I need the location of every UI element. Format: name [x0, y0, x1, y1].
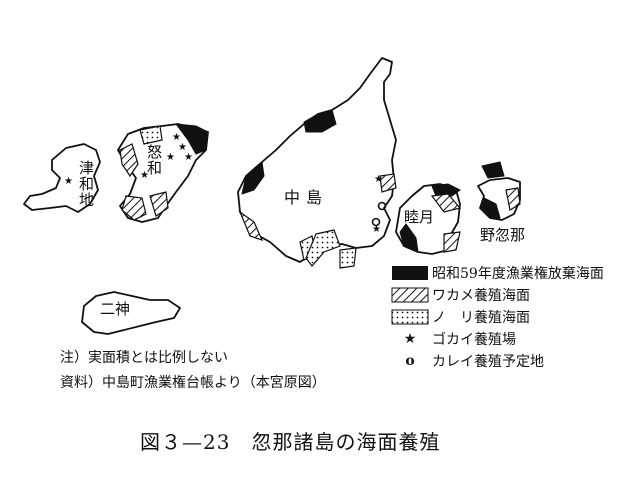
legend-label: カレイ養殖予定地 — [432, 354, 544, 370]
svg-text:★: ★ — [184, 152, 193, 163]
circle-icon: o — [405, 353, 415, 369]
star-icon: ★ — [403, 331, 417, 347]
label-futagami: 二神 — [100, 300, 131, 318]
legend: 昭和59年度漁業権放棄海面 ワカメ養殖海面 ノ リ養殖海面 ★ ゴカイ養殖場 o… — [392, 262, 604, 372]
legend-label: ゴカイ養殖場 — [432, 332, 516, 348]
source-line: 資料）中島町漁業権台帳より（本宮原図） — [60, 375, 326, 391]
legend-label: ノ リ養殖海面 — [432, 310, 530, 326]
hatch-swatch — [392, 287, 428, 303]
legend-label: ワカメ養殖海面 — [432, 288, 530, 304]
figure-caption: 図３—23 忽那諸島の海面養殖 — [140, 430, 441, 454]
note-line: 注）実面積とは比例しない — [60, 350, 228, 366]
svg-text:★: ★ — [178, 142, 187, 153]
solid-black-swatch — [392, 265, 428, 281]
legend-item-lugworm: ★ ゴカイ養殖場 — [392, 328, 604, 350]
svg-text:★: ★ — [374, 174, 383, 185]
label-tsuwaji: 津和地 — [77, 160, 95, 208]
svg-text:★: ★ — [64, 176, 73, 187]
svg-text:★: ★ — [372, 224, 381, 235]
legend-item-relinquished: 昭和59年度漁業権放棄海面 — [392, 262, 604, 284]
label-nuwa: 怒和 — [145, 144, 163, 176]
label-nokutsuna: 野忽那 — [480, 226, 526, 244]
label-nakajima: 中島 — [284, 188, 329, 207]
futagami-island — [81, 291, 181, 335]
legend-label: 昭和59年度漁業権放棄海面 — [432, 266, 604, 282]
legend-item-wakame: ワカメ養殖海面 — [392, 284, 604, 306]
notes: 注）実面積とは比例しない 資料）中島町漁業権台帳より（本宮原図） — [60, 346, 326, 396]
svg-text:★: ★ — [172, 132, 181, 143]
tsuwaji-island — [23, 143, 101, 213]
dotted-swatch — [392, 309, 428, 325]
legend-item-nori: ノ リ養殖海面 — [392, 306, 604, 328]
label-mutsuki: 睦月 — [404, 208, 435, 226]
svg-text:★: ★ — [140, 170, 149, 181]
legend-item-flatfish: o カレイ養殖予定地 — [392, 350, 604, 372]
svg-text:★: ★ — [166, 152, 175, 163]
